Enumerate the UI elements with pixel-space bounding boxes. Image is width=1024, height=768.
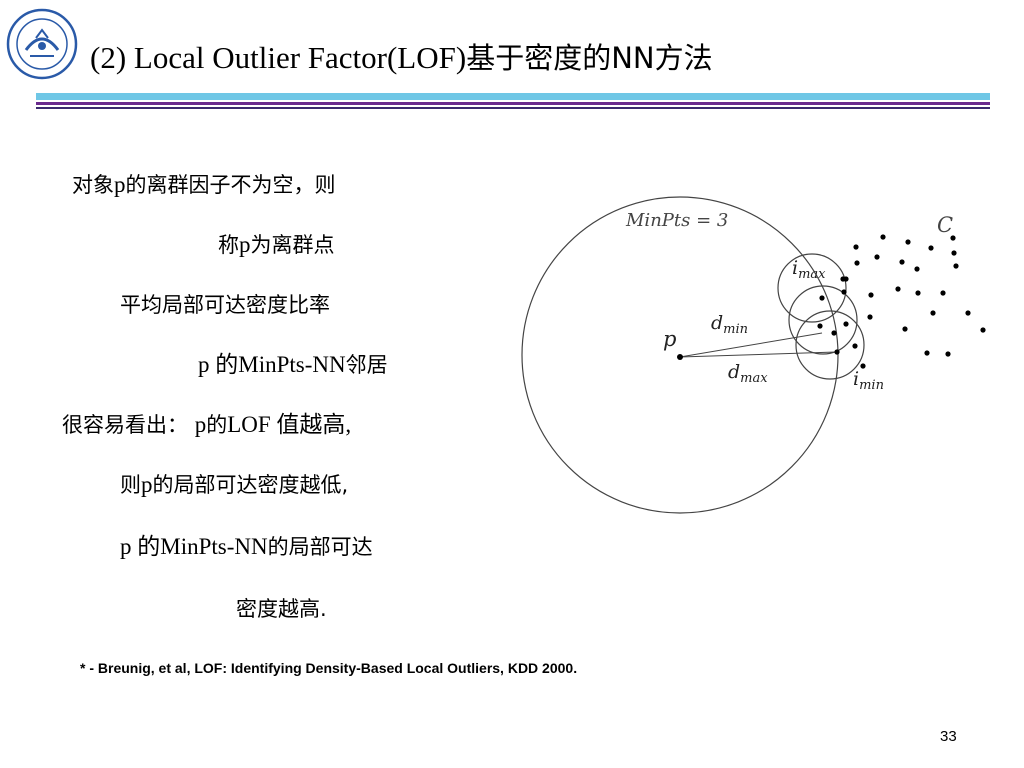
body-line-7: p 的MinPts-NN的局部可达	[120, 534, 373, 559]
body-line-4: p 的MinPts-NN邻居	[198, 352, 388, 377]
neighbor-circle-3	[795, 310, 865, 380]
title-rule-purple	[36, 102, 990, 105]
body-line-2: 称p为离群点	[218, 232, 335, 257]
slide-title-en: (2) Local Outlier Factor(LOF)	[90, 40, 467, 75]
dmax-label: dmax	[728, 361, 768, 386]
cluster-points	[817, 234, 986, 369]
reference-citation: * - Breunig, et al, LOF: Identifying Den…	[80, 660, 578, 676]
slide-title: (2) Local Outlier Factor(LOF)基于密度的NN方法	[90, 38, 713, 78]
imin-label: imin	[853, 368, 884, 393]
body-line-6: 则p的局部可达密度越低,	[120, 472, 349, 497]
body-line-3: 平均局部可达密度比率	[120, 293, 330, 317]
p-label: p	[663, 327, 676, 351]
body-line-5: 很容易看出： p的LOF 值越高,	[62, 412, 352, 437]
body-line-1: 对象p的离群因子不为空，则	[72, 172, 336, 197]
title-rule-cyan	[36, 93, 990, 100]
dmin-line	[679, 332, 823, 358]
point-p	[677, 354, 683, 360]
cluster-label: C	[937, 213, 953, 237]
neighbor-circle-1	[777, 253, 847, 323]
imax-label: imax	[792, 257, 826, 282]
page-number: 33	[940, 728, 957, 745]
university-seal-icon	[6, 8, 78, 80]
dmax-line	[679, 351, 837, 358]
neighbor-circle-2	[788, 285, 858, 355]
lof-diagram: MinPts = 3 C p imax imin dmin dmax	[521, 196, 986, 514]
dmin-label: dmin	[711, 312, 748, 337]
minpts-label: MinPts = 3	[625, 210, 728, 231]
slide-title-cn: 基于密度的NN方法	[466, 41, 713, 75]
body-line-8: 密度越高.	[236, 597, 327, 621]
title-rule-dark	[36, 107, 990, 109]
minpts-circle	[521, 196, 839, 514]
